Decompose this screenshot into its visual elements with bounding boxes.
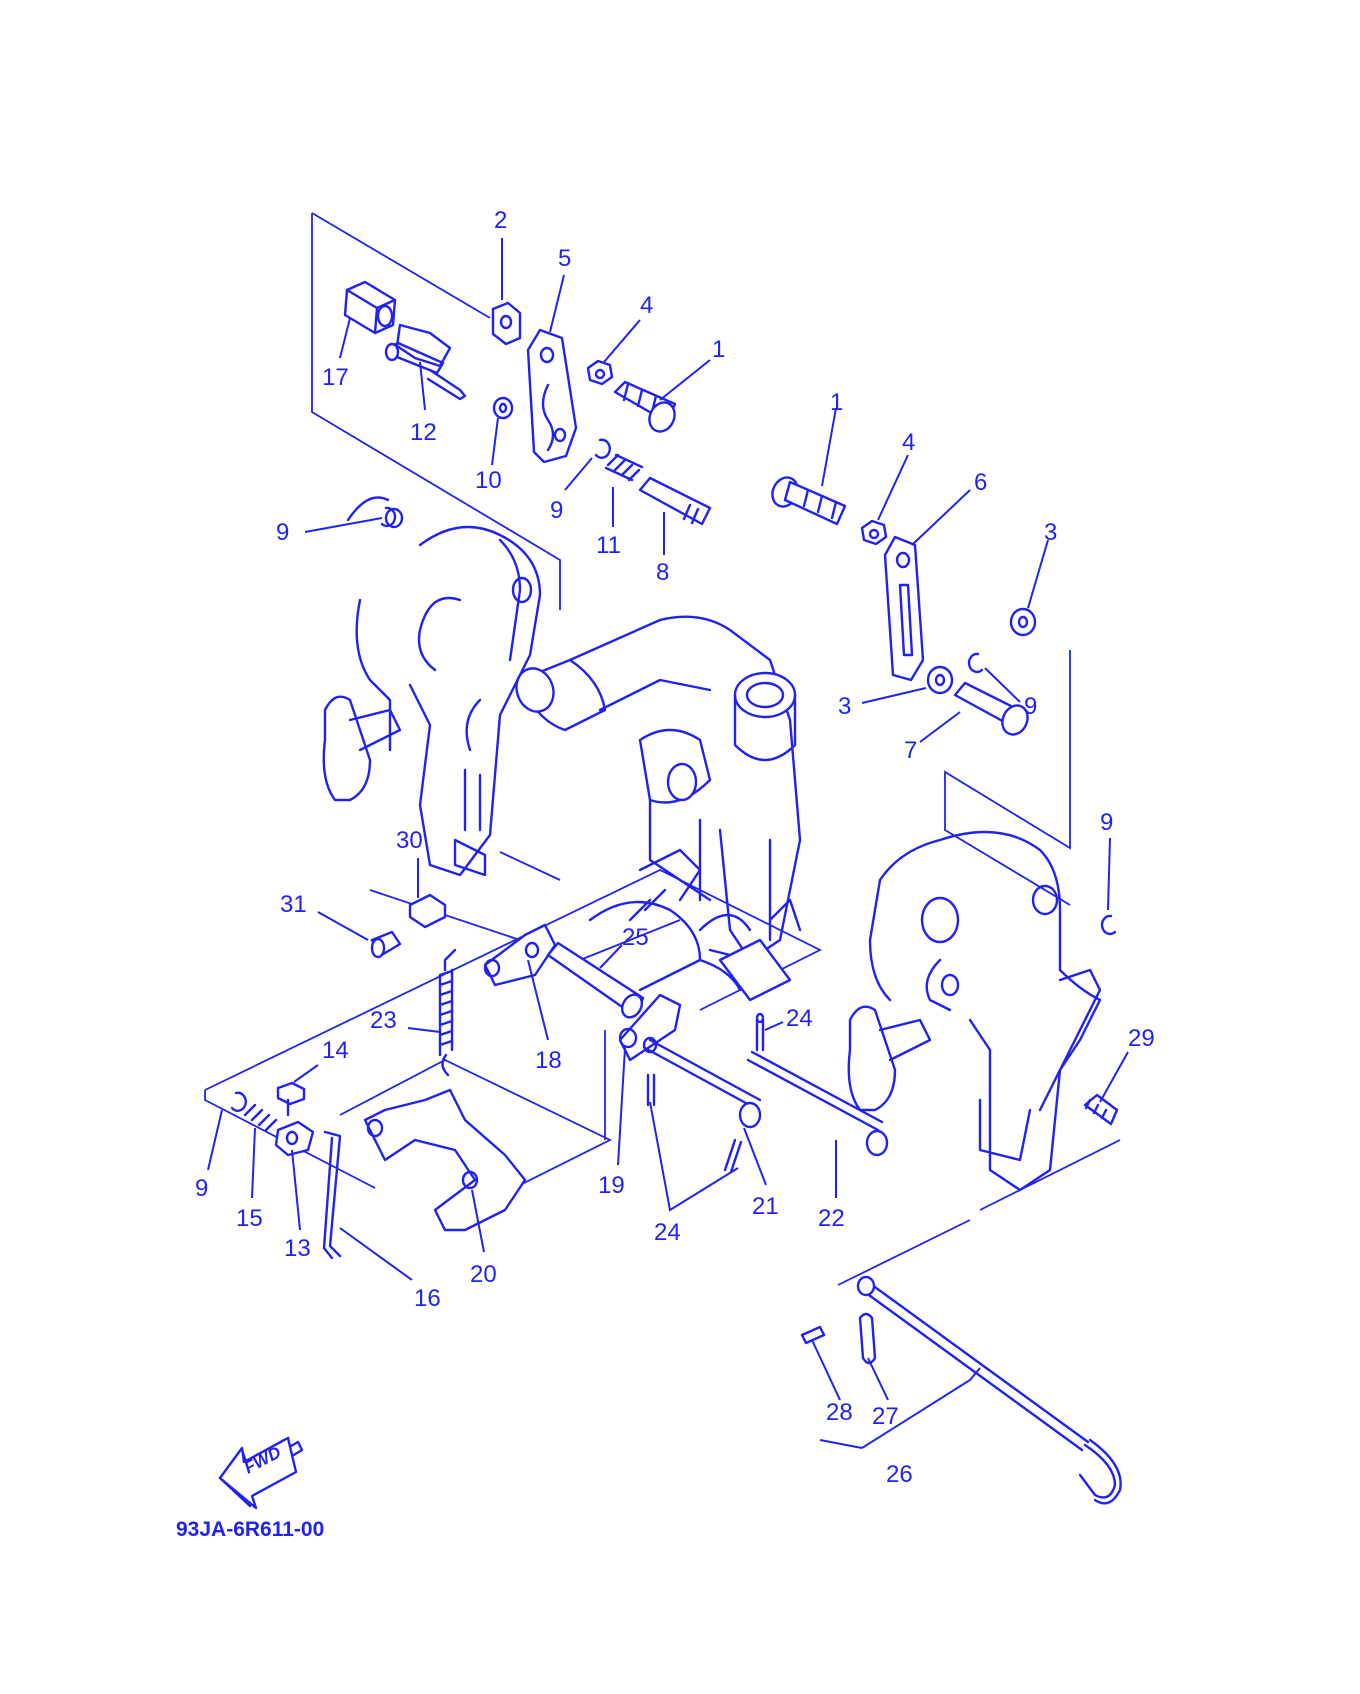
- part-17-knob: [343, 280, 397, 335]
- part-2-clip: [491, 301, 522, 346]
- callout-12: 12: [410, 419, 437, 446]
- part-8-pin: [638, 476, 712, 526]
- callout-9: 9: [1100, 809, 1113, 836]
- part-9-eclip-c: [967, 652, 984, 674]
- callout-4: 4: [902, 429, 915, 456]
- callout-8: 8: [656, 559, 669, 586]
- callout-30: 30: [396, 827, 423, 854]
- clamp-bracket-left: [322, 496, 542, 877]
- callout-19: 19: [598, 1172, 625, 1199]
- part-3-washer-a: [1009, 607, 1037, 637]
- callout-7: 7: [904, 737, 917, 764]
- leader-lines: [207, 238, 1129, 1449]
- callout-21: 21: [752, 1193, 779, 1220]
- callout-20: 20: [470, 1261, 497, 1288]
- part-7-pin: [953, 681, 1029, 736]
- part-18-lever: [483, 923, 557, 987]
- part-20-lock-lever: [363, 1088, 527, 1232]
- part-31-knob: [370, 930, 402, 959]
- part-13-cam: [274, 1120, 315, 1157]
- callout-24: 24: [654, 1219, 681, 1246]
- callout-9: 9: [550, 497, 563, 524]
- callout-1: 1: [712, 336, 725, 363]
- part-29-screw: [1083, 1093, 1119, 1126]
- drawing-code: 93JA-6R611-00: [176, 1518, 324, 1541]
- part-5-link-plate: [526, 328, 578, 464]
- callout-31: 31: [280, 891, 307, 918]
- callout-16: 16: [414, 1285, 441, 1312]
- callout-18: 18: [535, 1047, 562, 1074]
- part-24-cotter-lower: [646, 1073, 743, 1174]
- callout-3: 3: [1044, 519, 1057, 546]
- part-9-eclip-d: [1100, 914, 1117, 936]
- callout-27: 27: [872, 1403, 899, 1430]
- callout-10: 10: [475, 467, 502, 494]
- part-12-lever-rod: [384, 323, 467, 401]
- part-22-rod: [746, 1050, 889, 1157]
- part-10-washer: [492, 396, 514, 420]
- part-27-clip: [858, 1312, 877, 1365]
- callout-9: 9: [195, 1175, 208, 1202]
- callout-5: 5: [558, 245, 571, 272]
- part-9-eclip-b: [380, 506, 397, 528]
- callout-9: 9: [1024, 693, 1037, 720]
- part-1-bolt-upper: [613, 380, 677, 433]
- callout-22: 22: [818, 1205, 845, 1232]
- part-4-nut-right: [860, 519, 888, 546]
- part-25-collar: [546, 941, 645, 1019]
- part-24-cotter-upper: [755, 1012, 765, 1052]
- callout-25: 25: [622, 924, 649, 951]
- part-16-rod: [322, 1130, 342, 1260]
- callout-23: 23: [370, 1007, 397, 1034]
- callout-11: 11: [596, 532, 621, 559]
- callout-15: 15: [236, 1205, 263, 1232]
- callout-2: 2: [494, 207, 507, 234]
- callout-4: 4: [640, 292, 653, 319]
- callout-1: 1: [830, 389, 843, 416]
- part-3-washer-b: [926, 665, 954, 695]
- clamp-bracket-right: [847, 830, 1102, 1192]
- part-11-spring: [604, 453, 644, 482]
- part-30-clip: [408, 893, 447, 929]
- part-21-shaft: [643, 1038, 762, 1129]
- part-9-eclip-a: [594, 438, 611, 459]
- part-15-spring: [243, 1103, 278, 1132]
- part-4-nut: [586, 359, 614, 386]
- part-14-bolt: [276, 1081, 306, 1117]
- callout-3: 3: [838, 693, 851, 720]
- callout-28: 28: [826, 1399, 853, 1426]
- part-1-bolt-right: [771, 476, 847, 526]
- callout-24: 24: [786, 1005, 813, 1032]
- callout-labels: 2 5 4 1 17 12 10 9 11 8 9 1 4 6 3 3 9 7 …: [195, 207, 1155, 1488]
- part-6-link-plate: [883, 535, 925, 682]
- callout-14: 14: [322, 1037, 349, 1064]
- callout-17: 17: [322, 364, 349, 391]
- part-23-spring: [438, 948, 457, 1077]
- callout-13: 13: [284, 1235, 311, 1262]
- callout-9: 9: [276, 519, 289, 546]
- callout-6: 6: [974, 469, 987, 496]
- swivel-bracket: [515, 615, 802, 1002]
- callout-29: 29: [1128, 1025, 1155, 1052]
- part-26-tilt-rod: [856, 1275, 1122, 1505]
- forward-arrow-icon: FWD: [218, 1436, 304, 1510]
- part-28-pin: [800, 1325, 826, 1345]
- callout-26: 26: [886, 1461, 913, 1488]
- part-9-eclip-e: [230, 1091, 247, 1112]
